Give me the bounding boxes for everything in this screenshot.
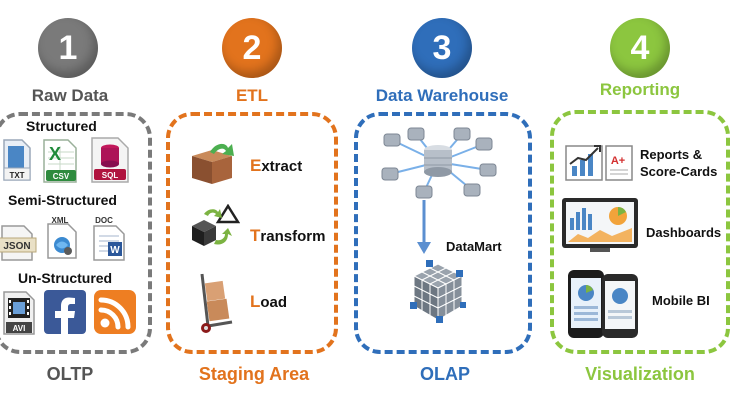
structured-label: Structured: [26, 118, 97, 134]
facebook-icon: [44, 290, 86, 334]
avi-file-icon: AVI: [2, 290, 36, 336]
stage-2-number-badge: 2: [222, 18, 282, 78]
warehouse-box: [354, 112, 532, 354]
mobile-bi-label: Mobile BI: [652, 293, 710, 308]
load-handtruck-icon: [194, 270, 236, 334]
transform-rest: ransform: [260, 228, 326, 245]
stage-2-footer: Staging Area: [198, 364, 310, 384]
datamart-label: DataMart: [446, 239, 502, 254]
stage-1-number-badge: 1: [38, 18, 98, 78]
sql-file-icon: SQL: [88, 136, 132, 184]
transform-initial: T: [250, 226, 261, 245]
csv-caption: CSV: [53, 172, 70, 181]
stage-3-title: Data Warehouse: [375, 86, 509, 105]
sql-caption: SQL: [102, 171, 119, 180]
datamart-cube-icon: [406, 258, 470, 326]
reports-scorecards-label: Reports & Score-Cards: [640, 146, 717, 180]
txt-file-icon: TXT: [2, 138, 32, 182]
txt-caption: TXT: [9, 171, 24, 180]
xml-file-icon: XML: [44, 214, 80, 260]
raw-data-box: [0, 112, 152, 354]
reports-line-2: Score-Cards: [640, 164, 718, 179]
svg-text:W: W: [110, 245, 120, 256]
mobile-phone-icon: [566, 268, 640, 340]
un-structured-label: Un-Structured: [18, 270, 113, 286]
json-caption: JSON: [3, 241, 30, 252]
csv-file-icon: X CSV: [40, 138, 80, 184]
transform-shapes-icon: [188, 203, 241, 250]
avi-caption: AVI: [13, 324, 26, 333]
etl-box: [166, 112, 338, 354]
data-warehouse-network-icon: [376, 124, 500, 202]
xml-caption: XML: [52, 216, 69, 225]
reporting-box: [550, 110, 730, 354]
transform-label: Transform: [250, 226, 325, 246]
stage-1-footer: OLTP: [46, 364, 94, 384]
rss-feed-icon: [94, 290, 136, 334]
dashboards-label: Dashboards: [646, 225, 722, 240]
stage-4-title: Reporting: [599, 80, 681, 99]
load-rest: oad: [260, 294, 288, 311]
doc-caption: DOC: [95, 216, 113, 225]
extract-initial: E: [250, 156, 262, 175]
doc-file-icon: DOC W: [90, 214, 128, 262]
reports-chart-icon: A+: [564, 140, 636, 184]
svg-text:X: X: [49, 144, 61, 164]
load-initial: L: [250, 292, 261, 311]
reports-line-1: Reports &: [640, 147, 703, 162]
stage-1-title: Raw Data: [31, 86, 109, 105]
stage-3-footer: OLAP: [419, 364, 470, 384]
down-arrow-icon: [416, 200, 432, 256]
semi-structured-label: Semi-Structured: [8, 192, 117, 208]
dashboard-monitor-icon: [560, 196, 640, 254]
json-file-icon: JSON: [0, 222, 38, 262]
svg-text:A+: A+: [611, 155, 625, 167]
stage-3-number-badge: 3: [412, 18, 472, 78]
stage-4-footer: Visualization: [585, 364, 695, 384]
stage-2-title: ETL: [235, 86, 269, 105]
stage-4-number-badge: 4: [610, 18, 670, 78]
extract-rest: xtract: [261, 158, 303, 175]
extract-box-icon: [188, 140, 240, 184]
extract-label: Extract: [250, 156, 302, 176]
load-label: Load: [250, 292, 287, 312]
